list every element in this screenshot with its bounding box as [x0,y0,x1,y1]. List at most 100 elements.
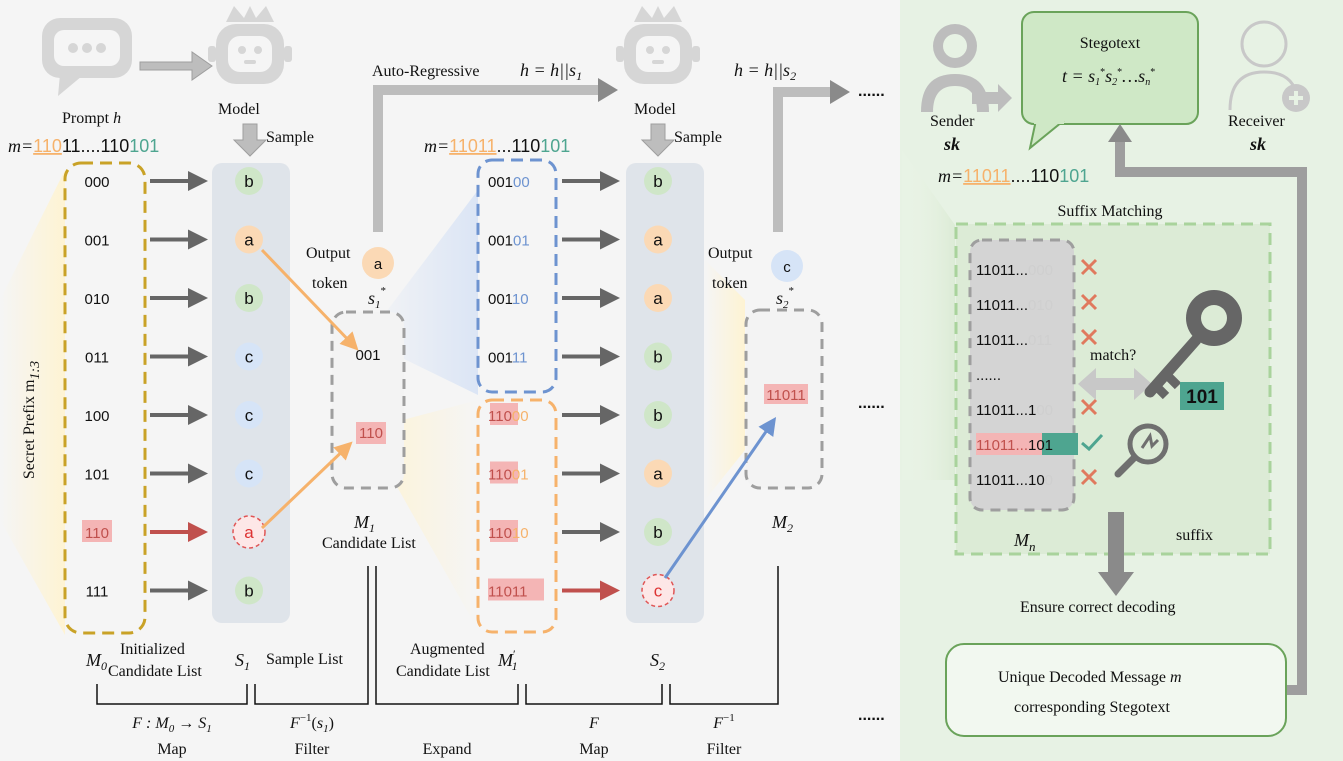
aug-item: 00101 [488,233,530,250]
autoregressive-path [373,85,600,232]
mn-label: Mn [1013,530,1036,554]
m0-item: 101 [84,467,109,484]
s2-list-bg [626,163,704,623]
m1-item-highlight [356,422,386,444]
m1p-top-box [476,158,558,394]
token-text: a [244,523,254,542]
token-text: c [654,582,663,601]
operation-formula: F : M0 → S1 [131,715,211,735]
key-value-bg [1180,382,1224,410]
m0-box [63,161,147,635]
person-add-icon [1228,20,1310,112]
key-value: 101 [1186,387,1218,408]
token-text: a [244,231,254,250]
stegotext-formula: t = s1*s2*…sn* [1062,66,1155,88]
token-text: c [245,465,254,484]
mn-item: 11011...010 [976,297,1053,314]
token-text: b [653,348,662,367]
cross-icon [1080,398,1098,416]
m0-item: 011 [85,350,109,367]
operation-formula: F [588,715,599,732]
token [644,167,672,195]
robot-icon [208,6,292,84]
filter-arrow-110 [260,441,353,530]
s2-star: s2* [776,285,794,311]
aug-item: 00110 [488,291,529,308]
m1p-name: M′1 [497,647,518,673]
return-path [1115,140,1307,695]
m0-item: 010 [84,291,109,308]
stegotext-bubble [1021,11,1199,151]
stegotext-title: Stegotext [1080,35,1141,52]
token [235,342,263,371]
cross-icon [1080,258,1098,276]
sender-sk: sk [943,134,960,154]
operation-name: Filter [295,741,330,758]
token [644,342,672,371]
fan-m2 [705,260,745,500]
operation-formula: F−1(s1) [289,712,334,735]
aug-item: 11010 [488,525,529,542]
aug-item-highlight [490,520,518,542]
autoregressive-label: Auto-Regressive [372,63,480,80]
receiver-label: Receiver [1228,113,1286,130]
m0-to-s1-arrows [150,171,208,601]
suffix-matching-title: Suffix Matching [1057,203,1162,220]
m0-name: M0 [85,650,107,673]
h-update-2: h = h||s2 [734,60,796,83]
m0-desc-1: Initialized [120,641,185,658]
token-text: b [653,523,662,542]
fan-m0 [0,170,65,635]
cross-icon [1080,468,1098,486]
token-text: a [653,289,663,308]
operation-name: Map [157,741,186,758]
output-token-2-text: c [783,259,791,276]
match-double-arrow [1078,368,1152,400]
output-token-1-text: a [374,256,383,273]
mn-item: 11011...101 [976,437,1053,454]
m1p-bottom-box [476,398,558,634]
key-icon [1144,290,1242,400]
ellipsis-mid: ...... [858,395,885,412]
token-text: c [245,348,254,367]
token [235,401,263,429]
mn-item: ...... [976,367,1001,384]
aug-item-highlight [490,403,518,425]
unique-message-box [945,643,1287,737]
token [235,167,263,195]
m0-item: 111 [86,584,109,601]
m2-item-highlight [764,384,808,404]
message-bits-right: m=11011....110101 [938,166,1089,186]
sample-label-1: Sample [266,129,314,146]
ellipsis-bottom: ...... [858,707,885,724]
m0-item: 001 [84,233,109,250]
aug-desc-2: Candidate List [396,663,490,680]
sampled-token [641,573,675,608]
ensure-label: Ensure correct decoding [1020,599,1175,616]
check-icon [1081,433,1104,452]
message-bits-mid: m=11011...110101 [424,136,570,156]
model-label-2: Model [634,101,676,118]
ellipsis-top: ...... [858,83,885,100]
operation-name: Map [579,741,608,758]
prompt-label: Prompt h [62,110,121,127]
token-text: c [245,406,254,425]
operation-name: Expand [423,741,472,758]
m2-item: 11011 [766,387,806,404]
magnifier-icon [1114,423,1169,478]
token-text: b [653,172,662,191]
token-text: b [244,289,253,308]
token [235,459,263,488]
token [644,284,672,312]
m0-item: 110 [85,525,109,542]
token [235,576,263,605]
mn-item-highlight [976,433,1042,455]
output-token-2 [771,250,803,282]
unique-line-2: corresponding Stegotext [1014,699,1171,716]
mn-item: 11011...011 [976,332,1052,349]
suffix-label: suffix [1176,527,1213,544]
